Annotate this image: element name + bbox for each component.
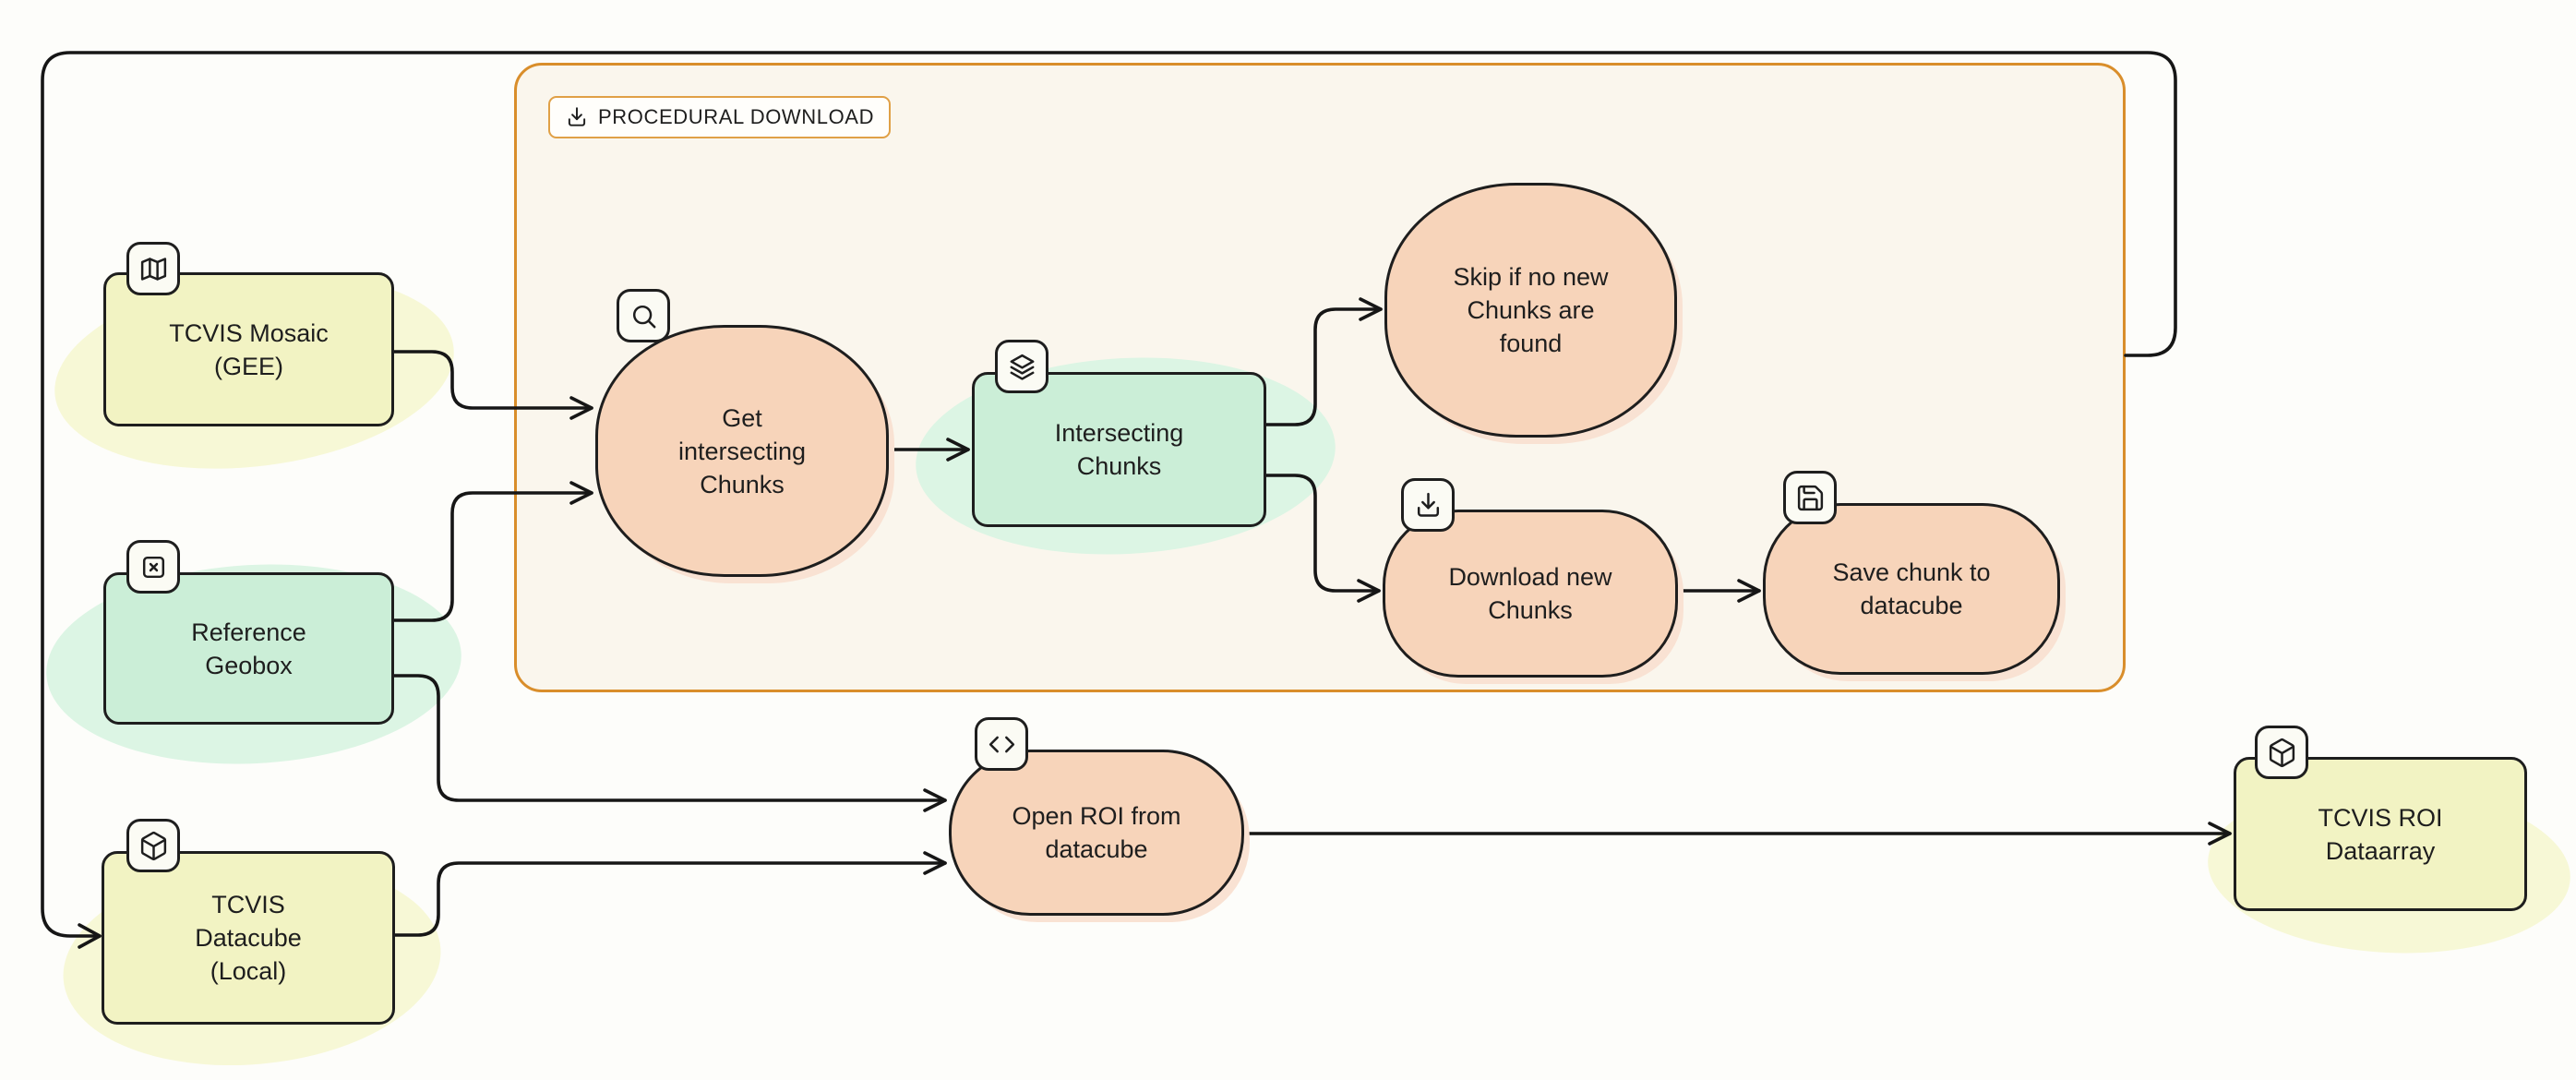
node-download-new-chunks: Download new Chunks xyxy=(1383,510,1678,678)
cube-icon xyxy=(2255,726,2308,779)
arrow-intersecting-to-download xyxy=(1264,474,1381,603)
arrow-download-to-save xyxy=(1676,579,1761,603)
node-tcvis-datacube: TCVIS Datacube (Local) xyxy=(102,851,395,1025)
layers-icon xyxy=(995,340,1048,393)
group-label-text: PROCEDURAL DOWNLOAD xyxy=(598,105,875,128)
node-label: Open ROI from datacube xyxy=(1012,802,1181,863)
procedural-download-group-label: PROCEDURAL DOWNLOAD xyxy=(548,96,892,138)
arrow-geobox-to-get-intersecting xyxy=(392,481,593,622)
download-icon xyxy=(568,107,586,126)
save-icon xyxy=(1783,471,1837,524)
node-label: Intersecting Chunks xyxy=(1054,419,1184,480)
node-label: Get intersecting Chunks xyxy=(677,403,807,498)
node-intersecting-chunks: Intersecting Chunks xyxy=(972,372,1266,527)
arrow-open-roi-to-dataarray xyxy=(1242,822,2232,846)
download-icon xyxy=(1401,478,1455,532)
arrow-group-to-tcvis-datacube xyxy=(41,51,2177,949)
node-label: Save chunk to datacube xyxy=(1832,558,1991,619)
map-icon xyxy=(126,242,180,295)
node-get-intersecting-chunks: Get intersecting Chunks xyxy=(595,325,889,577)
arrow-mosaic-to-get-intersecting xyxy=(392,350,593,420)
node-label: Skip if no new Chunks are found xyxy=(1453,263,1609,357)
code-icon xyxy=(975,717,1028,771)
square-x-icon xyxy=(126,540,180,594)
cube-icon xyxy=(126,819,180,872)
node-reference-geobox: Reference Geobox xyxy=(103,572,394,725)
node-tcvis-mosaic: TCVIS Mosaic (GEE) xyxy=(103,272,394,426)
node-skip-if-no-new-chunks: Skip if no new Chunks are found xyxy=(1384,183,1677,438)
node-label: TCVIS Mosaic (GEE) xyxy=(169,318,329,380)
search-icon xyxy=(617,289,670,342)
node-label: TCVIS Datacube (Local) xyxy=(195,891,302,985)
node-tcvis-roi-dataarray: TCVIS ROI Dataarray xyxy=(2234,757,2527,911)
arrow-intersecting-to-skip xyxy=(1264,297,1383,426)
arrow-datacube-to-open-roi xyxy=(393,851,947,937)
node-save-chunk-to-datacube: Save chunk to datacube xyxy=(1763,503,2060,675)
arrow-geobox-to-open-roi xyxy=(392,674,947,812)
node-open-roi-from-datacube: Open ROI from datacube xyxy=(949,750,1244,916)
node-label: Download new Chunks xyxy=(1448,563,1612,624)
node-label: TCVIS ROI Dataarray xyxy=(2318,803,2443,865)
node-label: Reference Geobox xyxy=(191,618,306,679)
arrow-get-intersecting-to-intersecting xyxy=(887,438,970,462)
